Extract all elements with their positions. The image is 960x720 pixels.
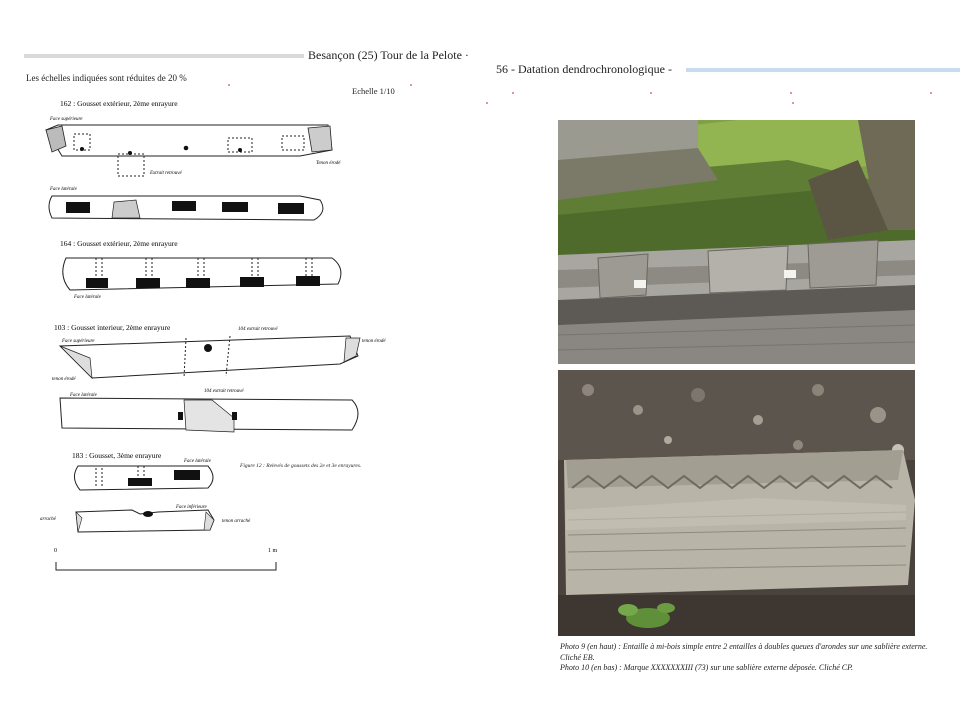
scalebar — [55, 562, 277, 571]
fig164-face-lat-label: Face latérale — [73, 295, 102, 300]
fig162-side-mortise — [172, 201, 196, 211]
fig183-arrache-label: arraché — [40, 517, 57, 522]
fig162-tenon-label: Tenon érodé — [316, 161, 341, 166]
fig162-side-mortise — [66, 202, 90, 213]
fig162-title: 162 : Gousset extérieur, 2ème enrayure — [60, 99, 178, 108]
header-rule-right — [686, 68, 960, 72]
gousset-drawings: 162 : Gousset extérieur, 2ème enrayure F… — [40, 99, 386, 571]
fig164-mortise — [186, 278, 210, 288]
fig162-side-outline — [48, 195, 324, 221]
fig162-extrait-box — [117, 153, 145, 177]
fig103-tenon-left-label: tenon érodé — [52, 377, 76, 382]
fig162-peg-hole — [183, 145, 189, 151]
fig164-mortise — [136, 278, 160, 288]
fig162-peg-hole — [80, 147, 84, 151]
fig103-side-extrait — [183, 399, 235, 433]
fig183-bottom-outline — [75, 509, 215, 533]
fig162-face-sup-label: Face supérieure — [49, 117, 83, 122]
fig183-tenon-hatch — [203, 511, 215, 531]
fig162-side-mortise — [222, 202, 248, 212]
echelle-label: Echelle 1/10 — [352, 86, 395, 96]
scalebar-end: 1 m — [268, 548, 278, 554]
fig162-top-outline — [45, 124, 333, 157]
fig183-face-lat-label: Face latérale — [183, 459, 212, 464]
fig162-end-hatch — [45, 125, 67, 153]
photo-9 — [558, 120, 915, 364]
fig103-extrait-top-label: 104 extrait retrouvé — [238, 327, 278, 332]
fig164-title: 164 : Gousset extérieur, 2ème enrayure — [60, 239, 178, 248]
fig183-mortise — [174, 470, 200, 480]
fig183-arrache-hatch — [75, 511, 83, 533]
fig164-mortise — [240, 277, 264, 287]
fig103-top-outline — [58, 335, 359, 379]
print-mark — [790, 92, 792, 94]
fig162-extrait-label: Extrait retrouvé — [149, 171, 182, 176]
fig164-outline — [62, 257, 342, 291]
photo-caption-line-1: Photo 9 (en haut) : Entaille à mi-bois s… — [560, 642, 928, 662]
fig103-notch — [232, 412, 237, 420]
print-mark — [512, 92, 514, 94]
fig103-tenon-right-label: tenon érodé — [362, 339, 386, 344]
photo-caption-line-2: Photo 10 (en bas) : Marque XXXXXXXIII (7… — [560, 663, 853, 672]
fig162-tenon-hatch — [307, 125, 333, 153]
fig162-mortise — [281, 135, 305, 151]
fig103-notch — [178, 412, 183, 420]
header-left-title: Besançon (25) Tour de la Pelote · — [308, 48, 469, 62]
fig162-side-mortise — [278, 203, 304, 214]
print-mark — [650, 92, 652, 94]
fig183-title: 183 : Gousset, 3ème enrayure — [72, 451, 162, 460]
header-right-title: 56 - Datation dendrochronologique - — [496, 62, 672, 76]
fig183-side-outline — [74, 465, 214, 491]
fig162-peg-hole — [128, 151, 132, 155]
fig183-peg-hole — [143, 511, 153, 517]
scalebar-start: 0 — [54, 548, 57, 554]
fig103-face-sup-label: Face supérieure — [61, 339, 95, 344]
print-mark — [228, 84, 230, 86]
photo-caption: Photo 9 (en haut) : Entaille à mi-bois s… — [560, 642, 930, 674]
fig183-face-inf-label: Face inférieure — [175, 505, 208, 510]
print-mark — [792, 102, 794, 104]
fig162-face-lat-label: Face latérale — [49, 187, 78, 192]
fig103-tenon-left — [59, 345, 93, 379]
print-mark — [930, 92, 932, 94]
fig164-mortise — [296, 276, 320, 286]
fig103-peg-hole — [204, 344, 212, 352]
photo-10 — [558, 370, 915, 636]
fig162-side-extrait — [111, 199, 141, 219]
figure-caption: Figure 12 : Relevés de goussets des 2e e… — [240, 463, 362, 469]
fig103-title: 103 : Gousset interieur, 2ème enrayure — [54, 323, 171, 332]
fig103-extrait-bottom-label: 104 extrait retrouvé — [204, 389, 244, 394]
fig164-mortise — [86, 278, 108, 288]
scale-note: Les échelles indiquées sont réduites de … — [26, 73, 187, 83]
fig103-side-outline — [59, 397, 359, 431]
fig162-peg-hole — [238, 148, 242, 152]
fig183-tenon-arrache-label: tenon arraché — [222, 519, 251, 524]
fig103-face-lat-label: Face latérale — [69, 393, 98, 398]
print-mark — [486, 102, 488, 104]
header-rule-left — [24, 54, 304, 58]
fig183-mortise — [128, 478, 152, 486]
print-mark — [410, 84, 412, 86]
fig103-tenon-right — [343, 337, 361, 363]
